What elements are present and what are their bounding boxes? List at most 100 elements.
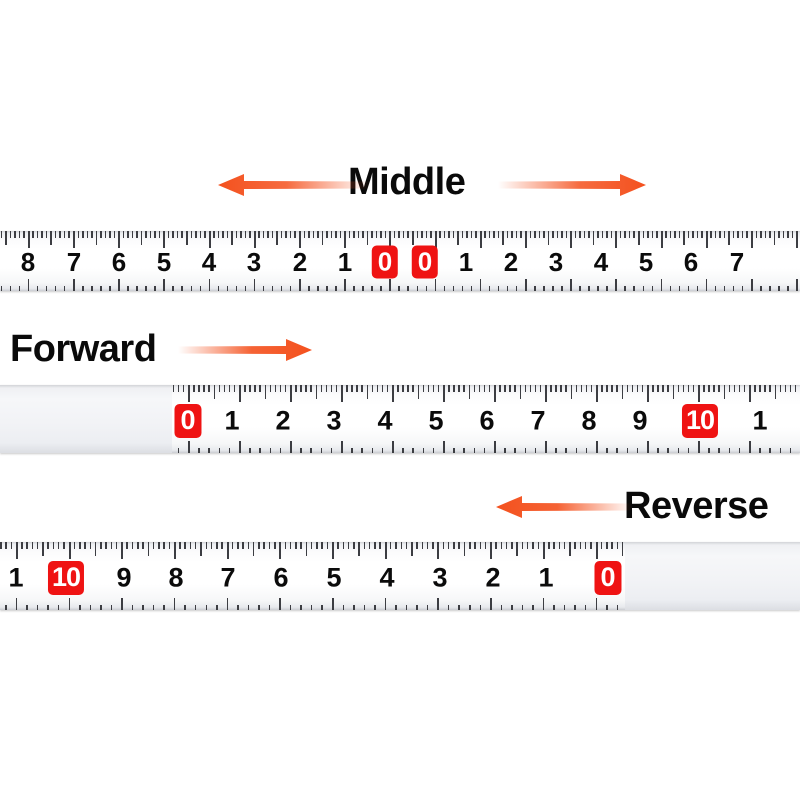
minor-tick-bottom — [732, 286, 735, 291]
minor-tick-bottom — [584, 605, 587, 610]
minor-tick — [14, 231, 16, 238]
minor-tick-bottom — [555, 448, 557, 453]
minor-tick — [442, 542, 445, 549]
major-tick — [392, 385, 394, 402]
minor-tick-bottom — [524, 448, 527, 453]
minor-tick — [63, 542, 65, 549]
minor-tick-bottom — [237, 605, 239, 610]
minor-tick-bottom — [497, 286, 500, 291]
minor-tick — [179, 542, 181, 549]
minor-tick — [422, 385, 425, 392]
major-tick-bottom — [226, 598, 229, 610]
minor-tick — [579, 542, 582, 549]
minor-tick — [100, 542, 102, 549]
minor-tick — [346, 385, 348, 392]
minor-tick — [222, 231, 224, 238]
minor-tick — [244, 385, 246, 392]
minor-tick — [295, 385, 297, 392]
minor-tick — [23, 231, 25, 238]
minor-tick — [534, 231, 536, 238]
minor-tick — [100, 231, 102, 238]
half-tick — [366, 231, 369, 245]
minor-tick — [63, 231, 66, 238]
half-tick — [638, 231, 640, 245]
half-tick — [516, 542, 518, 556]
major-tick — [434, 231, 437, 248]
minor-tick-bottom — [515, 286, 518, 291]
minor-tick-bottom — [163, 605, 165, 610]
minor-tick — [337, 542, 339, 549]
minor-tick — [110, 542, 113, 549]
minor-tick — [158, 231, 161, 238]
minor-tick — [574, 542, 576, 549]
major-tick — [27, 231, 30, 248]
major-tick-bottom — [68, 598, 70, 610]
minor-tick-bottom — [63, 286, 66, 291]
minor-tick-bottom — [521, 605, 524, 610]
major-tick-bottom — [118, 279, 120, 291]
minor-tick — [300, 542, 302, 549]
minor-tick — [402, 385, 404, 392]
minor-tick — [347, 542, 350, 549]
minor-tick — [764, 385, 766, 392]
major-tick-bottom — [490, 598, 492, 610]
minor-tick — [718, 385, 720, 392]
minor-tick — [91, 231, 93, 238]
half-tick — [231, 231, 233, 245]
major-tick-bottom — [437, 598, 439, 610]
minor-tick — [289, 542, 292, 549]
minor-tick — [769, 385, 771, 392]
reverse-label: Reverse — [624, 485, 769, 527]
minor-tick-bottom — [412, 448, 414, 453]
minor-tick-bottom — [696, 286, 699, 291]
minor-tick — [247, 542, 250, 549]
major-tick-bottom — [615, 279, 617, 291]
minor-tick — [534, 385, 537, 392]
minor-tick-bottom — [326, 286, 328, 291]
minor-tick — [737, 231, 739, 238]
minor-tick — [240, 231, 242, 238]
minor-tick-bottom — [579, 286, 581, 291]
major-tick — [73, 231, 75, 248]
half-tick — [5, 231, 7, 245]
minor-tick-bottom — [514, 448, 516, 453]
minor-tick-bottom — [198, 448, 200, 453]
minor-tick — [342, 542, 345, 549]
minor-tick — [452, 231, 455, 238]
minor-tick — [221, 542, 223, 549]
minor-tick — [484, 542, 487, 549]
minor-tick — [218, 385, 221, 392]
minor-tick-bottom — [335, 286, 337, 291]
major-tick — [570, 231, 573, 248]
minor-tick-bottom — [651, 286, 654, 291]
minor-tick — [262, 231, 265, 238]
major-tick — [344, 231, 347, 248]
minor-tick — [584, 542, 587, 549]
minor-tick-bottom — [57, 605, 60, 610]
minor-tick-bottom — [18, 286, 21, 291]
minor-tick — [368, 542, 371, 549]
minor-tick-bottom — [26, 605, 28, 610]
minor-tick — [82, 231, 84, 238]
minor-tick — [351, 385, 353, 392]
minor-tick — [122, 231, 125, 238]
minor-tick — [478, 385, 481, 392]
minor-tick — [300, 385, 302, 392]
minor-tick — [448, 231, 450, 238]
minor-tick — [421, 542, 424, 549]
minor-tick — [538, 231, 541, 238]
major-tick — [796, 231, 799, 248]
minor-tick — [500, 542, 503, 549]
half-tick — [147, 542, 150, 556]
half-tick — [723, 385, 725, 399]
minor-tick — [168, 542, 171, 549]
minor-tick — [217, 231, 220, 238]
minor-tick — [789, 385, 792, 392]
minor-tick-bottom — [769, 448, 771, 453]
minor-tick-bottom — [479, 605, 482, 610]
minor-tick — [416, 231, 419, 238]
minor-tick — [320, 385, 323, 392]
half-tick — [463, 542, 466, 556]
minor-tick — [701, 231, 703, 238]
minor-tick — [104, 231, 107, 238]
